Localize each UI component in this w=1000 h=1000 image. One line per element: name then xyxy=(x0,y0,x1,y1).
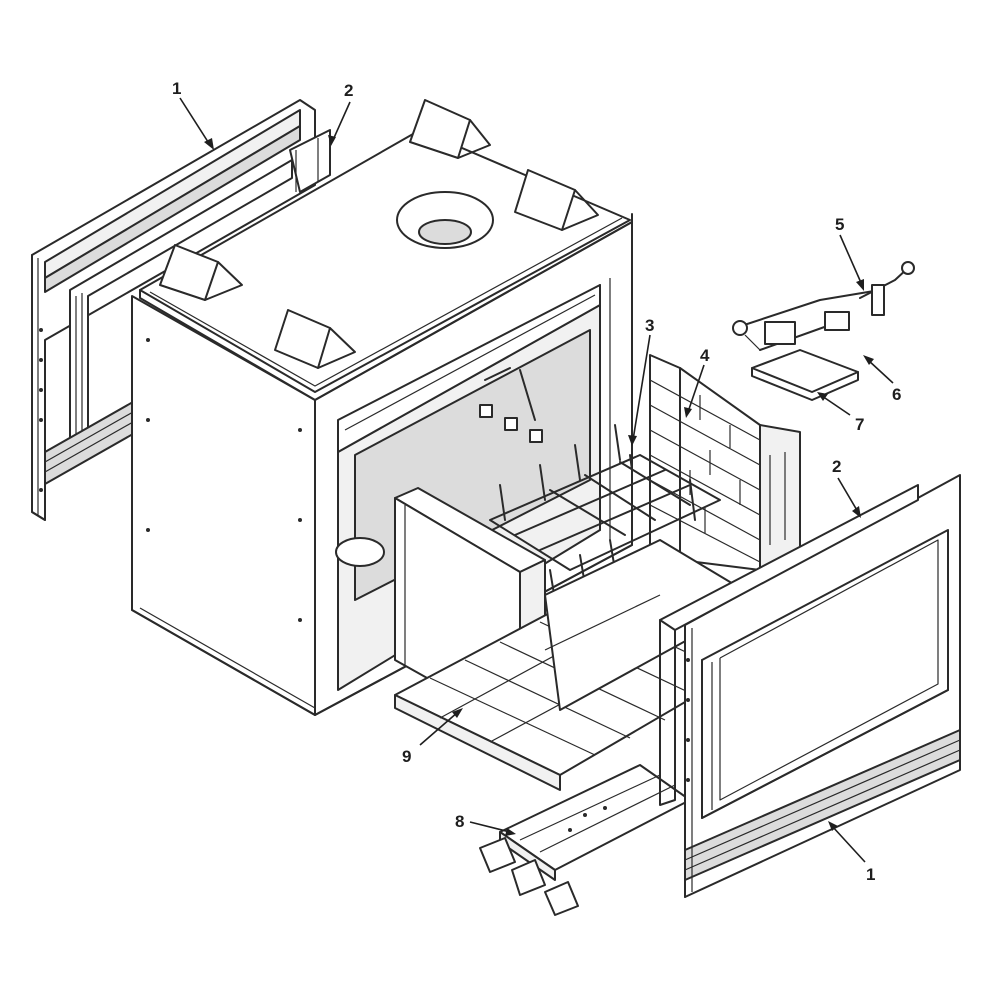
firebox-housing xyxy=(131,129,633,716)
callout-1-left: 1 xyxy=(172,79,181,98)
right-front-trim-panel xyxy=(684,474,961,898)
base-plate xyxy=(479,764,691,916)
callout-4: 4 xyxy=(700,346,710,365)
callout-leaders xyxy=(179,97,894,863)
log-grate xyxy=(489,424,721,601)
callout-8: 8 xyxy=(455,812,464,831)
callout-7: 7 xyxy=(855,415,864,434)
callout-1-right: 1 xyxy=(866,865,875,884)
right-trim-strip xyxy=(659,484,919,806)
callout-5: 5 xyxy=(835,215,844,234)
callout-3: 3 xyxy=(645,316,654,335)
callout-9: 9 xyxy=(402,747,411,766)
callout-2-right: 2 xyxy=(832,457,841,476)
burner-bracket xyxy=(751,349,859,401)
left-side-trim-panel xyxy=(31,99,316,521)
gas-valve-assembly xyxy=(732,261,915,351)
callout-6: 6 xyxy=(892,385,901,404)
callout-2-left: 2 xyxy=(344,81,353,100)
standoff-brackets xyxy=(159,99,599,369)
refractory-brick-back xyxy=(649,354,801,571)
left-trim-strip xyxy=(289,129,331,193)
